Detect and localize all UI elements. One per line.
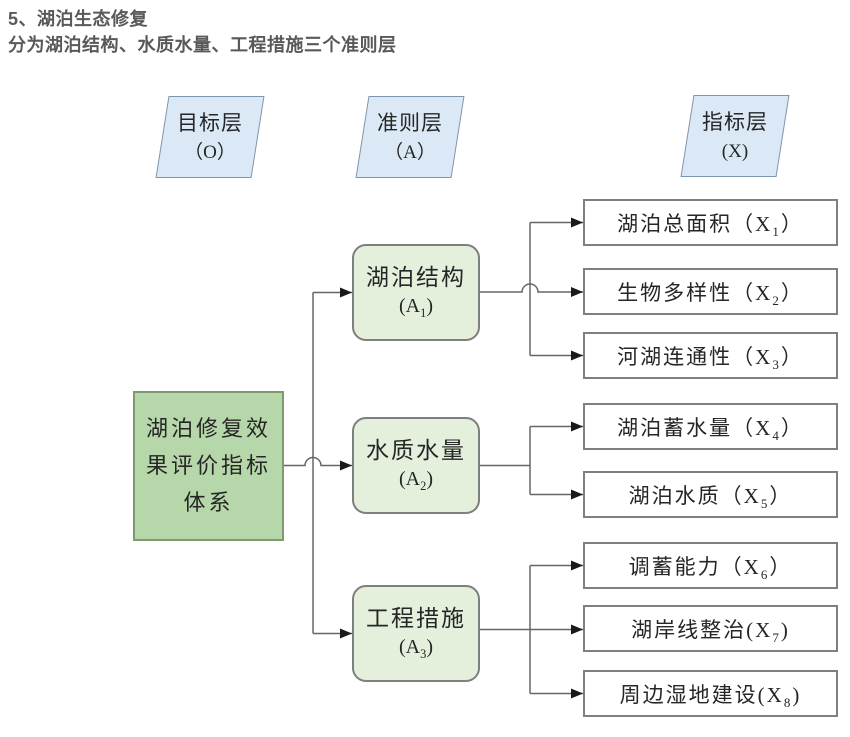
- subscript: 4: [772, 427, 781, 443]
- subscript: 3: [420, 647, 427, 661]
- criteria-code: (A2): [399, 468, 433, 493]
- subscript: 5: [760, 495, 770, 511]
- subscript: 2: [772, 292, 781, 308]
- criteria-box-a2: 水质水量 (A2): [352, 417, 480, 514]
- subscript: 3: [772, 356, 781, 372]
- subscript: 2: [420, 479, 427, 493]
- indicator-box-x7: 湖岸线整治(X7): [583, 605, 838, 652]
- indicator-label: 湖泊水质（X5）: [628, 483, 793, 511]
- criteria-title: 湖泊结构: [366, 265, 466, 290]
- layer-criteria-code: （A）: [384, 142, 436, 163]
- indicator-label: 调蓄能力（X6）: [628, 554, 793, 582]
- indicator-box-x8: 周边湿地建设(X8): [583, 670, 838, 717]
- goal-box-line: 湖泊修复效: [145, 416, 271, 441]
- layer-indicator-title: 指标层: [702, 110, 768, 134]
- criteria-box-a1: 湖泊结构 (A1): [352, 244, 480, 341]
- subscript: 1: [420, 306, 427, 320]
- indicator-label: 湖泊总面积（X1）: [617, 211, 804, 239]
- layer-label-indicator: 指标层 (X): [680, 95, 790, 177]
- criteria-title: 水质水量: [366, 438, 466, 463]
- goal-box-line: 果评价指标: [145, 453, 271, 478]
- indicator-label: 河湖连通性（X3）: [617, 344, 804, 372]
- layer-label-goal: 目标层 （O）: [155, 96, 265, 178]
- subscript: 7: [772, 629, 781, 645]
- indicator-box-x2: 生物多样性（X2）: [583, 268, 838, 315]
- goal-box-line: 体系: [183, 490, 234, 515]
- layer-indicator-code: (X): [721, 141, 749, 162]
- goal-box: 湖泊修复效 果评价指标 体系: [133, 391, 284, 541]
- indicator-label: 周边湿地建设(X8): [619, 682, 802, 710]
- subscript: 8: [783, 694, 793, 710]
- criteria-code: (A3): [399, 636, 433, 661]
- subscript: 1: [772, 223, 781, 239]
- layer-criteria-title: 准则层: [377, 111, 443, 135]
- indicator-label: 湖泊蓄水量（X4）: [617, 415, 804, 443]
- criteria-code: (A1): [399, 295, 433, 320]
- indicator-label: 湖岸线整治(X7): [631, 617, 790, 645]
- indicator-box-x3: 河湖连通性（X3）: [583, 332, 838, 379]
- layer-goal-code: （O）: [184, 142, 236, 163]
- indicator-box-x4: 湖泊蓄水量（X4）: [583, 403, 838, 450]
- indicator-label: 生物多样性（X2）: [617, 280, 804, 308]
- layer-goal-title: 目标层: [177, 111, 243, 135]
- criteria-box-a3: 工程措施 (A3): [352, 585, 480, 682]
- indicator-box-x5: 湖泊水质（X5）: [583, 471, 838, 518]
- layer-label-criteria: 准则层 （A）: [355, 96, 465, 178]
- subscript: 6: [760, 566, 770, 582]
- criteria-title: 工程措施: [366, 606, 466, 631]
- page-title: 5、湖泊生态修复: [8, 9, 149, 29]
- indicator-box-x1: 湖泊总面积（X1）: [583, 199, 838, 246]
- indicator-box-x6: 调蓄能力（X6）: [583, 542, 838, 589]
- page-subtitle: 分为湖泊结构、水质水量、工程措施三个准则层: [8, 35, 397, 55]
